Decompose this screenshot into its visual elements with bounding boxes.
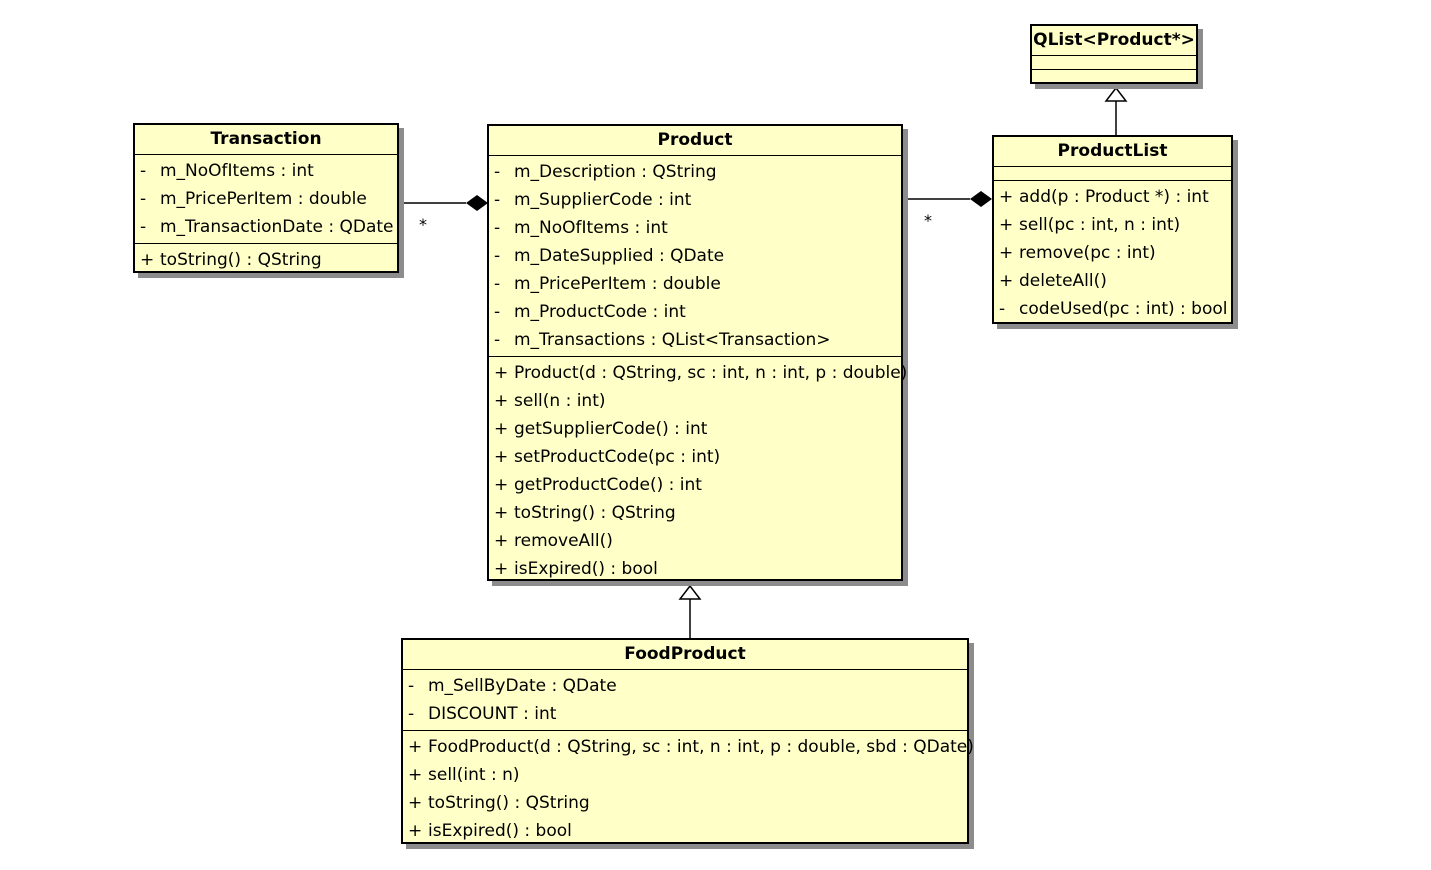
attributes-section: -m_SellByDate : QDate -DISCOUNT : int [403, 670, 967, 731]
operation: +toString() : QString [140, 250, 322, 270]
class-name: FoodProduct [403, 640, 967, 670]
attribute: -m_Description : QString [494, 162, 717, 182]
operation: +deleteAll() [999, 271, 1107, 291]
attributes-section: -m_Description : QString -m_SupplierCode… [489, 156, 901, 357]
attribute: -m_PricePerItem : double [494, 274, 721, 294]
operation: +isExpired() : bool [408, 821, 572, 841]
operations-section: +add(p : Product *) : int +sell(pc : int… [994, 181, 1231, 325]
class-name: Product [489, 126, 901, 156]
attributes-section [994, 167, 1231, 181]
operation: +FoodProduct(d : QString, sc : int, n : … [408, 737, 974, 757]
composition-diamond-productlist [970, 191, 992, 207]
attribute: -m_DateSupplied : QDate [494, 246, 725, 266]
operation: +remove(pc : int) [999, 243, 1156, 263]
attribute: -m_NoOfItems : int [140, 161, 314, 181]
class-productlist[interactable]: ProductList +add(p : Product *) : int +s… [992, 135, 1233, 324]
class-name: Transaction [135, 125, 397, 155]
operation: +getSupplierCode() : int [494, 419, 708, 439]
attribute: -m_PricePerItem : double [140, 189, 367, 209]
attribute: -m_Transactions : QList<Transaction> [494, 330, 831, 350]
operation: +sell(n : int) [494, 391, 606, 411]
operation: +sell(pc : int, n : int) [999, 215, 1181, 235]
operation: +sell(int : n) [408, 765, 520, 785]
class-qlist[interactable]: QList<Product*> [1030, 24, 1198, 84]
generalization-arrow-qlist [1104, 86, 1128, 102]
class-foodproduct[interactable]: FoodProduct -m_SellByDate : QDate -DISCO… [401, 638, 974, 847]
operations-section [1032, 70, 1196, 83]
operation: +toString() : QString [494, 503, 676, 523]
composition-diamond-product [466, 195, 488, 211]
multiplicity-transaction: * [419, 215, 427, 234]
attributes-section [1032, 56, 1196, 70]
operations-section: +FoodProduct(d : QString, sc : int, n : … [403, 731, 974, 847]
operation: -codeUsed(pc : int) : bool [999, 299, 1228, 319]
operation: +removeAll() [494, 531, 613, 551]
operations-section: +Product(d : QString, sc : int, n : int,… [489, 357, 908, 585]
attribute: -m_NoOfItems : int [494, 218, 668, 238]
class-product[interactable]: Product -m_Description : QString -m_Supp… [487, 124, 907, 581]
attribute: -m_ProductCode : int [494, 302, 686, 322]
operation: +toString() : QString [408, 793, 590, 813]
operation: +isExpired() : bool [494, 559, 658, 579]
class-name: QList<Product*> [1032, 26, 1196, 56]
multiplicity-product: * [924, 211, 932, 230]
attribute: -m_SellByDate : QDate [408, 676, 617, 696]
attribute: -DISCOUNT : int [408, 704, 557, 724]
operations-section: +toString() : QString [135, 244, 397, 276]
operation: +setProductCode(pc : int) [494, 447, 721, 467]
attributes-section: -m_NoOfItems : int -m_PricePerItem : dou… [135, 155, 397, 244]
class-transaction[interactable]: Transaction -m_NoOfItems : int -m_PriceP… [133, 123, 399, 273]
operation: +Product(d : QString, sc : int, n : int,… [494, 363, 908, 383]
class-name: ProductList [994, 137, 1231, 167]
attribute: -m_TransactionDate : QDate [140, 217, 394, 237]
operation: +getProductCode() : int [494, 475, 702, 495]
generalization-arrow-product [678, 584, 702, 600]
operation: +add(p : Product *) : int [999, 187, 1209, 207]
attribute: -m_SupplierCode : int [494, 190, 692, 210]
